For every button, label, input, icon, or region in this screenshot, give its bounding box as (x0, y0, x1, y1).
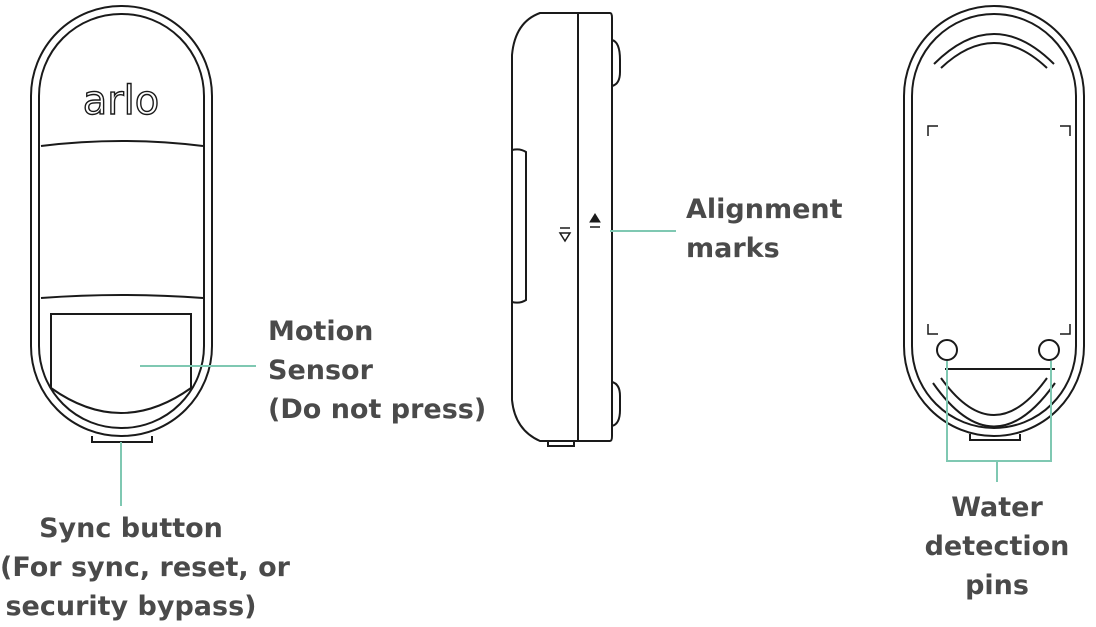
corner-mark-top-right (1060, 125, 1071, 136)
front-inner-shell (38, 13, 205, 429)
sync-button-label: Sync button (For sync, reset, or securit… (0, 509, 290, 626)
side-back-bump-bottom (611, 381, 621, 427)
motion-sensor-label-line-3: (Do not press) (268, 394, 487, 425)
logo-text: arlo (83, 78, 160, 124)
motion-sensor-label-line-2: Sensor (268, 355, 373, 386)
alignment-mark-down-triangle (558, 232, 572, 243)
back-bottom-button (969, 434, 1021, 441)
back-bottom-arc (932, 377, 1056, 428)
leader-lines (120, 230, 1052, 506)
water-pin-left (936, 339, 958, 361)
alignment-mark-up-triangle (589, 213, 601, 223)
corner-mark-bottom-right (1060, 324, 1071, 335)
water-pins-bracket (946, 361, 1052, 482)
back-inner-shell (911, 13, 1077, 429)
water-pins-label-line-1: Water (951, 492, 1043, 523)
alignment-marks-label-line-2: marks (686, 233, 780, 264)
front-lens-top-edge (40, 140, 204, 147)
front-lens-bottom-edge (40, 294, 204, 299)
water-pin-right (1038, 339, 1060, 361)
front-view: arlo (30, 5, 213, 443)
side-body-outline (511, 12, 613, 442)
side-sync-button (547, 441, 575, 447)
alignment-marks-label-line-1: Alignment (686, 194, 843, 225)
water-pins-label: Water detection pins (921, 488, 1073, 605)
alignment-marks-label: Alignment marks (686, 190, 843, 268)
sync-button-label-line-3: security bypass) (5, 591, 257, 622)
corner-mark-bottom-left (927, 324, 938, 335)
back-top-arc (933, 33, 1055, 69)
motion-sensor-window (50, 313, 192, 414)
front-outer-shell (30, 5, 213, 437)
back-outer-shell (903, 5, 1085, 437)
motion-sensor-label-line-1: Motion (268, 316, 374, 347)
side-back-bump-top (611, 39, 621, 87)
side-view (511, 12, 621, 447)
side-lens-profile (511, 148, 527, 304)
corner-mark-top-left (927, 125, 938, 136)
water-pins-label-line-2: detection (924, 531, 1070, 562)
back-view (903, 5, 1085, 441)
sync-button-label-line-1: Sync button (39, 513, 223, 544)
water-pins-label-line-3: pins (965, 570, 1029, 601)
motion-sensor-label: Motion Sensor (Do not press) (268, 312, 486, 429)
sync-button-label-line-2: (For sync, reset, or (0, 552, 290, 583)
